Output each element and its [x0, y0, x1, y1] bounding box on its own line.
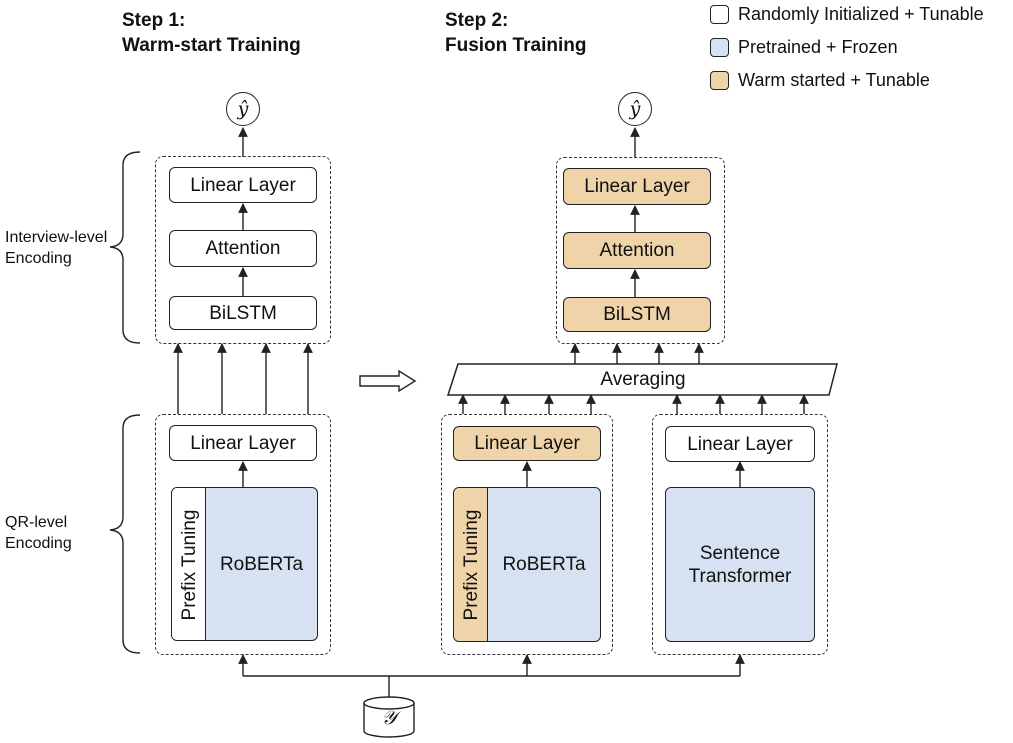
- right-st-linear-label: Linear Layer: [687, 433, 793, 455]
- right-attention-label: Attention: [599, 240, 675, 261]
- right-roberta-group: [441, 414, 613, 655]
- legend-item-random: Randomly Initialized + Tunable: [710, 4, 984, 25]
- right-interview-group: [556, 157, 725, 344]
- legend-label: Randomly Initialized + Tunable: [738, 4, 984, 24]
- left-prefix-text: Prefix Tuning: [178, 509, 200, 621]
- transition-arrow: [359, 369, 417, 393]
- input-cylinder: [363, 696, 415, 738]
- interview-label-line2: Encoding: [5, 250, 72, 267]
- right-roberta-block: Prefix Tuning RoBERTa: [453, 487, 601, 642]
- right-st-group: [652, 414, 828, 655]
- left-roberta-label: RoBERTa: [219, 553, 304, 575]
- averaging-text: Averaging: [600, 369, 686, 390]
- sentence-transformer-line2: Transformer: [688, 565, 792, 587]
- legend-label: Warm started + Tunable: [738, 70, 930, 90]
- right-attention: Attention: [563, 232, 711, 269]
- right-prefix-tuning: [454, 488, 488, 641]
- qr-bracket: [109, 414, 141, 654]
- right-roberta-linear-label: Linear Layer: [474, 433, 580, 454]
- left-roberta-block: Prefix Tuning RoBERTa: [171, 487, 318, 641]
- sentence-transformer-block: Sentence Transformer: [665, 487, 815, 642]
- output-symbol: ŷ: [629, 98, 641, 120]
- legend-item-pretrained: Pretrained + Frozen: [710, 37, 898, 58]
- sentence-transformer-line1: Sentence: [699, 542, 781, 564]
- left-bilstm: BiLSTM: [169, 296, 317, 330]
- left-prefix-tuning: [172, 488, 206, 640]
- right-prefix-tuning-label: Prefix Tuning: [459, 488, 483, 641]
- qr-level-label: QR-level Encoding: [5, 512, 72, 554]
- right-roberta-label: RoBERTa: [502, 554, 586, 575]
- left-linear-layer-bottom: Linear Layer: [169, 425, 317, 461]
- left-attention: Attention: [169, 230, 317, 267]
- qr-label-line2: Encoding: [5, 535, 72, 552]
- averaging-shape: [446, 363, 838, 396]
- right-output-node: ŷ: [618, 92, 652, 126]
- input-dataset-label: 𝒴: [364, 707, 414, 729]
- step1-title: Step 1: Warm-start Training: [122, 8, 301, 58]
- step1-number: Step 1:: [122, 10, 186, 31]
- left-interview-group: [155, 156, 331, 344]
- legend-label: Pretrained + Frozen: [738, 37, 898, 57]
- right-roberta-linear: Linear Layer: [453, 426, 601, 461]
- legend-swatch-tan: [710, 71, 729, 90]
- left-linear-top-label: Linear Layer: [190, 174, 296, 196]
- legend-swatch-white: [710, 5, 729, 24]
- left-qr-group: [155, 414, 331, 655]
- right-linear-top-label: Linear Layer: [584, 176, 690, 197]
- right-bilstm: BiLSTM: [563, 297, 711, 332]
- right-bilstm-label: BiLSTM: [603, 304, 671, 325]
- step2-number: Step 2:: [445, 10, 509, 31]
- right-roberta-label-wrap: RoBERTa: [488, 488, 600, 641]
- left-linear-bottom-label: Linear Layer: [190, 432, 296, 454]
- step2-name: Fusion Training: [445, 35, 587, 56]
- left-linear-layer-top: Linear Layer: [169, 167, 317, 203]
- left-output-node: ŷ: [226, 92, 260, 126]
- legend-swatch-blue: [710, 38, 729, 57]
- right-prefix-text: Prefix Tuning: [460, 509, 482, 621]
- step1-name: Warm-start Training: [122, 35, 301, 56]
- qr-label-line1: QR-level: [5, 514, 68, 531]
- right-st-linear: Linear Layer: [665, 426, 815, 462]
- interview-level-label: Interview-level Encoding: [5, 227, 107, 269]
- interview-label-line1: Interview-level: [5, 229, 108, 246]
- averaging-label: Averaging: [458, 369, 828, 391]
- input-symbol: 𝒴: [381, 707, 397, 729]
- output-symbol: ŷ: [237, 98, 249, 120]
- legend-item-warm: Warm started + Tunable: [710, 70, 930, 91]
- left-roberta-label-wrap: RoBERTa: [206, 488, 317, 640]
- right-linear-layer-top: Linear Layer: [563, 168, 711, 205]
- left-prefix-tuning-label: Prefix Tuning: [177, 488, 201, 640]
- step2-title: Step 2: Fusion Training: [445, 8, 586, 58]
- left-bilstm-label: BiLSTM: [209, 302, 277, 324]
- left-attention-label: Attention: [205, 238, 281, 259]
- interview-bracket: [109, 151, 141, 344]
